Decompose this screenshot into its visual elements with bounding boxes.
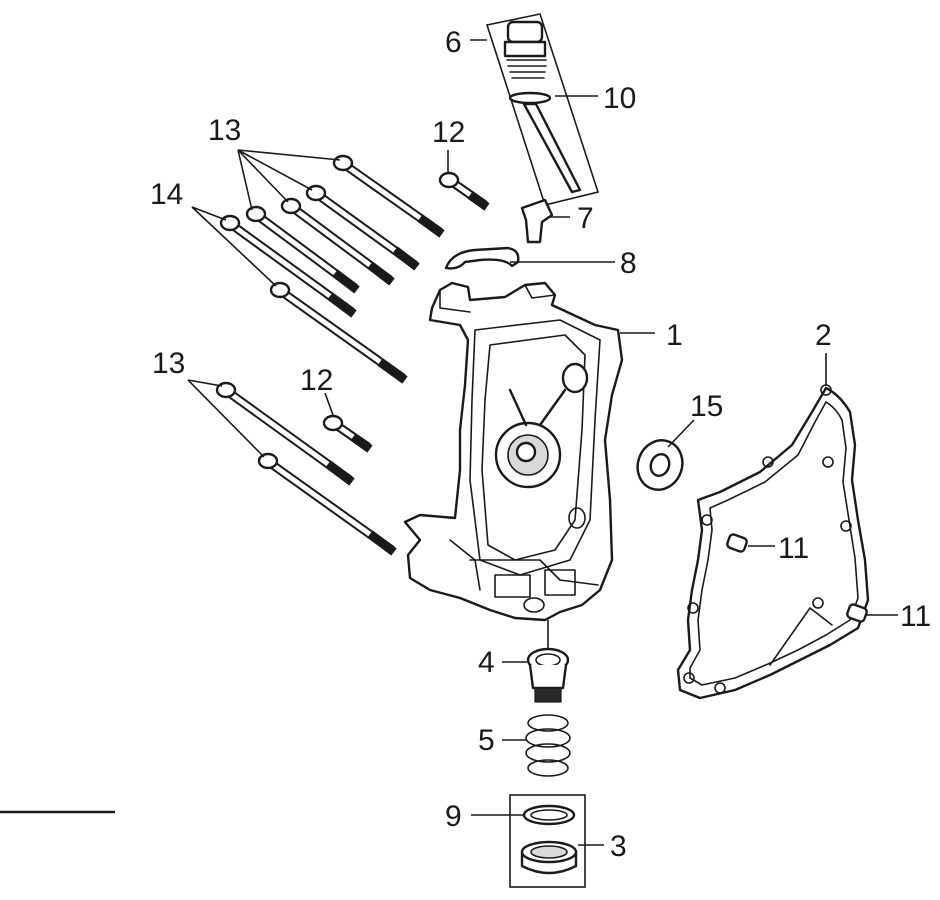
callout-labels: 1 2 3 4 5 6 7 8 9 10 11 11 12 12 13 13 1… xyxy=(150,26,931,863)
strainer-group-box xyxy=(509,794,586,888)
strainer-cap-3 xyxy=(520,840,578,875)
bolt-12-upper xyxy=(438,171,490,211)
callout-7: 7 xyxy=(577,202,594,235)
callout-3: 3 xyxy=(610,830,627,863)
washer-15 xyxy=(636,439,684,491)
bolt-13-lower-1 xyxy=(215,381,355,486)
clip-8 xyxy=(444,246,520,270)
bolt-13-upper-1 xyxy=(332,154,445,238)
dipstick-group-box xyxy=(485,13,600,206)
callout-12-a: 12 xyxy=(432,116,465,149)
callout-10: 10 xyxy=(603,82,636,115)
bolt-13-lower-2 xyxy=(257,452,397,556)
callout-4: 4 xyxy=(478,646,495,679)
crankcase-cover xyxy=(403,281,624,622)
callout-1: 1 xyxy=(666,319,683,352)
callout-15: 15 xyxy=(690,390,723,423)
callout-13-b: 13 xyxy=(152,347,185,380)
bolt-13-upper-4 xyxy=(245,205,360,294)
bolt-13-upper-2 xyxy=(305,184,420,271)
leader-lines xyxy=(187,39,898,846)
dowel-pin-11-a xyxy=(726,533,748,553)
spring-5 xyxy=(525,714,571,777)
drain-plug-4 xyxy=(526,647,570,703)
callout-8: 8 xyxy=(620,247,637,280)
bolt-13-upper-3 xyxy=(280,197,395,286)
bolt-14-1 xyxy=(219,214,357,318)
callout-11-a: 11 xyxy=(778,532,809,565)
callout-9: 9 xyxy=(445,800,462,833)
gasket xyxy=(676,384,870,700)
fitting-7 xyxy=(520,198,554,244)
callout-11-b: 11 xyxy=(900,600,931,633)
callout-12-b: 12 xyxy=(300,364,333,397)
callout-6: 6 xyxy=(445,26,462,59)
bolt-12-lower xyxy=(322,414,373,453)
callout-5: 5 xyxy=(478,724,495,757)
o-ring-9 xyxy=(522,804,576,826)
callout-2: 2 xyxy=(815,319,832,352)
dipstick xyxy=(503,20,582,194)
callout-14: 14 xyxy=(150,178,183,211)
dowel-pin-11-b xyxy=(846,603,868,623)
callout-13-a: 13 xyxy=(208,114,241,147)
